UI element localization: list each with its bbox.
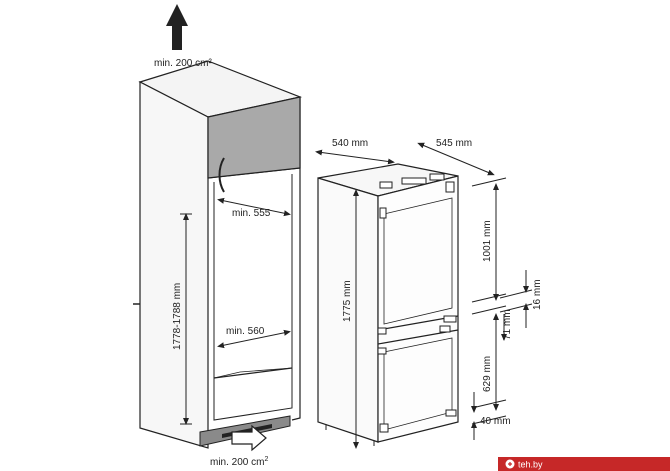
niche-height-label: 1778-1788 mm bbox=[172, 283, 183, 350]
watermark: teh.by bbox=[498, 457, 670, 471]
plinth-label: 40 mm bbox=[480, 416, 511, 427]
cabinet-upper-door bbox=[207, 96, 301, 179]
cabinet-right-edge bbox=[291, 97, 301, 421]
fridge-width-label: 540 mm bbox=[332, 138, 368, 149]
cabinet-side-panel bbox=[139, 81, 209, 449]
niche-width-top-dim bbox=[217, 197, 291, 217]
niche-width-bottom-dim bbox=[217, 329, 291, 349]
gap-label: 16 mm bbox=[532, 279, 543, 310]
bottom-vent-label: min. 200 cm2 bbox=[210, 456, 268, 468]
fridge-feet bbox=[325, 424, 375, 446]
hinge-offset-label: 71 mm bbox=[502, 309, 513, 340]
niche-width-bottom-label: min. 560 bbox=[226, 326, 265, 337]
kitchen-cabinet bbox=[138, 60, 303, 449]
right-dimension-lines bbox=[471, 177, 533, 425]
watermark-text: teh.by bbox=[518, 460, 543, 470]
lower-door-label: 629 mm bbox=[482, 356, 493, 392]
upper-door-label: 1001 mm bbox=[482, 220, 493, 262]
niche-bottom-shelf bbox=[213, 367, 293, 379]
arrow-right-icon bbox=[231, 424, 267, 452]
niche-width-top-label: min. 555 bbox=[232, 208, 271, 219]
niche-height-dim bbox=[180, 213, 192, 425]
fridge-width-dim bbox=[315, 149, 395, 165]
niche-inner-frame bbox=[213, 174, 293, 421]
fridge-depth-dim bbox=[417, 142, 495, 176]
arrow-up-icon bbox=[166, 4, 188, 50]
built-in-fridge bbox=[317, 163, 459, 443]
top-vent-label: min. 200 cm² bbox=[154, 58, 212, 69]
fridge-front-face bbox=[377, 175, 459, 443]
door-handle bbox=[218, 157, 225, 193]
fridge-height-label: 1775 mm bbox=[342, 280, 353, 322]
fridge-hinges bbox=[377, 173, 457, 433]
fridge-depth-label: 545 mm bbox=[436, 138, 472, 149]
